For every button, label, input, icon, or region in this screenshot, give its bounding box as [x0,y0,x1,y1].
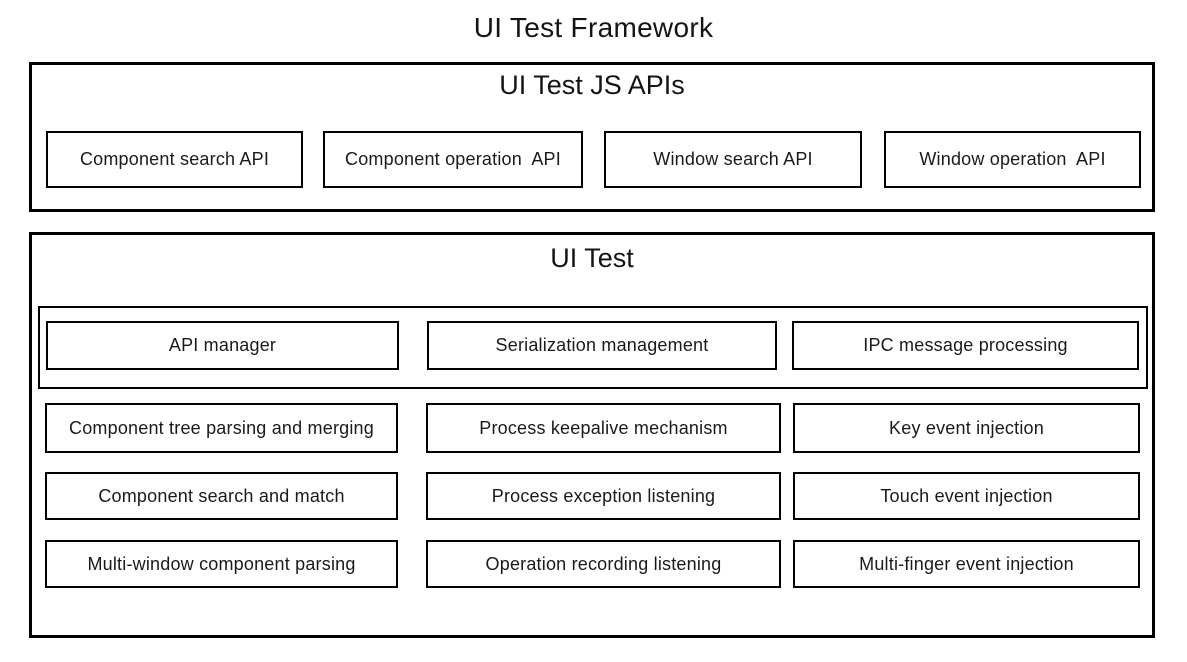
diagram-title: UI Test Framework [473,12,714,43]
jsapis-container: UI Test JS APIs Component search API Com… [29,62,1155,212]
core-services-wrapper: API manager Serialization management IPC… [38,306,1148,389]
box-component-search-api: Component search API [46,131,303,188]
box-window-operation-api: Window operation API [884,131,1141,188]
box-serialization-management: Serialization management [427,321,777,370]
box-window-search-api: Window search API [604,131,862,188]
box-multi-finger-event-injection: Multi-finger event injection [793,540,1140,588]
box-multi-window-component-parsing: Multi-window component parsing [45,540,398,588]
jsapis-title: UI Test JS APIs [499,70,685,100]
box-touch-event-injection: Touch event injection [793,472,1140,520]
box-component-tree-parsing-and-merging: Component tree parsing and merging [45,403,398,453]
box-process-exception-listening: Process exception listening [426,472,781,520]
uitest-title: UI Test [550,243,634,273]
box-component-search-and-match: Component search and match [45,472,398,520]
box-ipc-message-processing: IPC message processing [792,321,1139,370]
box-api-manager: API manager [46,321,399,370]
box-process-keepalive-mechanism: Process keepalive mechanism [426,403,781,453]
uitest-container: UI Test API manager Serialization manage… [29,232,1155,638]
box-key-event-injection: Key event injection [793,403,1140,453]
box-component-operation-api: Component operation API [323,131,583,188]
box-operation-recording-listening: Operation recording listening [426,540,781,588]
